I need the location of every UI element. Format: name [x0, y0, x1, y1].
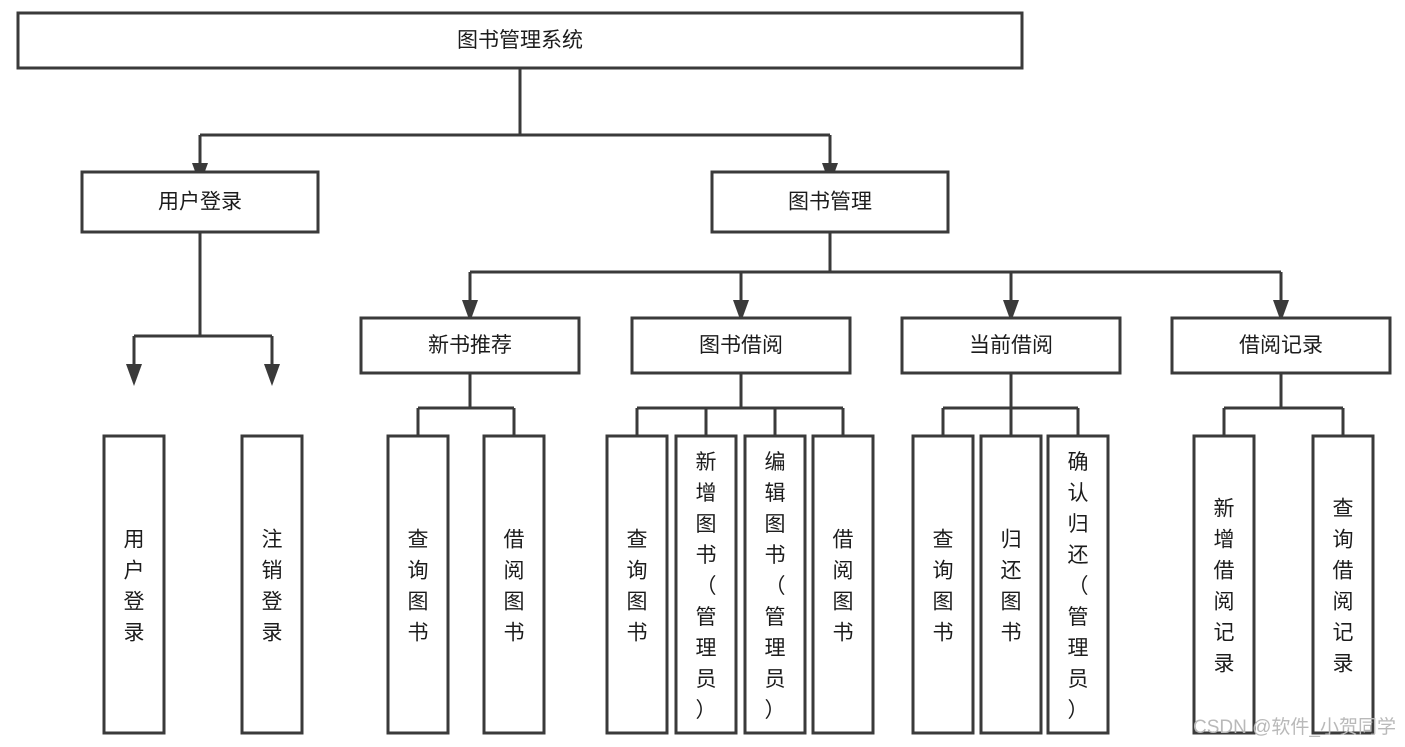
node-label: 查询图书	[933, 529, 954, 645]
connector-root-to-level2	[192, 68, 838, 185]
node-label: 用户登录	[158, 191, 242, 214]
node-label: 查询借阅记录	[1333, 498, 1354, 676]
node-leaf-3[interactable]: 借阅图书	[482, 434, 546, 735]
connector-bookmgmt-to-level3	[462, 232, 1289, 322]
node-label: 新书推荐	[428, 334, 512, 357]
node-label: 图书管理系统	[457, 29, 583, 52]
node-leaf-9[interactable]: 归还图书	[979, 434, 1043, 735]
node-level2-1[interactable]: 图书管理	[710, 170, 950, 234]
connectors-layer	[126, 68, 1351, 458]
node-root[interactable]: 图书管理系统	[16, 11, 1024, 70]
node-label: 新增图书（管理员）	[696, 451, 717, 722]
node-label: 确认归还（管理员）	[1068, 451, 1089, 722]
node-leaf-7[interactable]: 借阅图书	[811, 434, 875, 735]
node-label: 查询图书	[627, 529, 648, 645]
node-label: 图书管理	[788, 191, 872, 214]
node-label: 用户登录	[124, 529, 145, 645]
node-leaf-4[interactable]: 查询图书	[605, 434, 669, 735]
node-leaf-2[interactable]: 查询图书	[386, 434, 450, 735]
node-label: 借阅图书	[833, 529, 854, 645]
node-leaf-11[interactable]: 新增借阅记录	[1192, 434, 1256, 735]
node-label: 注销登录	[262, 529, 283, 645]
node-leaf-5[interactable]: 新增图书（管理员）	[674, 434, 738, 735]
node-level3-3[interactable]: 借阅记录	[1170, 316, 1392, 375]
node-label: 查询图书	[408, 529, 429, 645]
node-label: 借阅图书	[504, 529, 525, 645]
node-leaf-0[interactable]: 用户登录	[102, 434, 166, 735]
connector-userlogin-to-leaves	[126, 232, 280, 386]
node-leaf-10[interactable]: 确认归还（管理员）	[1046, 434, 1110, 735]
node-label: 归还图书	[1001, 529, 1022, 645]
node-label: 新增借阅记录	[1214, 498, 1235, 676]
node-label: 编辑图书（管理员）	[765, 451, 786, 722]
node-level2-0[interactable]: 用户登录	[80, 170, 320, 234]
node-label: 当前借阅	[969, 334, 1053, 357]
node-leaf-1[interactable]: 注销登录	[240, 434, 304, 735]
node-level3-1[interactable]: 图书借阅	[630, 316, 852, 375]
node-label: 借阅记录	[1239, 334, 1323, 357]
node-level3-0[interactable]: 新书推荐	[359, 316, 581, 375]
watermark-label: CSDN @软件_小贺同学	[1193, 716, 1396, 738]
node-leaf-12[interactable]: 查询借阅记录	[1311, 434, 1375, 735]
node-leaf-6[interactable]: 编辑图书（管理员）	[743, 434, 807, 735]
node-leaf-8[interactable]: 查询图书	[911, 434, 975, 735]
node-label: 图书借阅	[699, 334, 783, 357]
boxes-layer: 图书管理系统用户登录图书管理新书推荐图书借阅当前借阅借阅记录用户登录注销登录查询…	[16, 11, 1392, 735]
node-level3-2[interactable]: 当前借阅	[900, 316, 1122, 375]
